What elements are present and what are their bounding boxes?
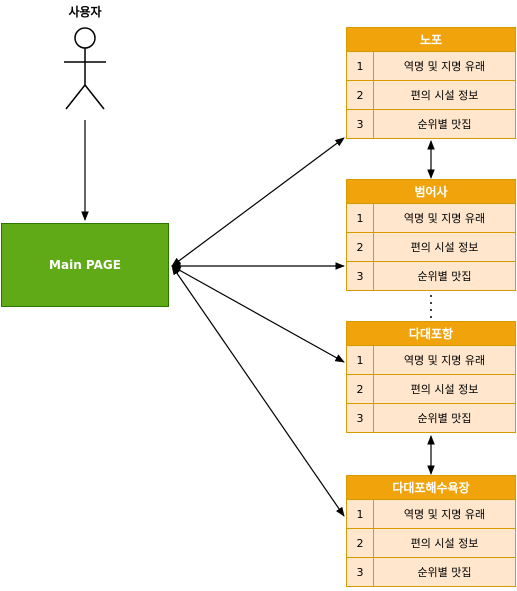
table-title: 범어사 [347, 180, 515, 204]
table-row: 3 순위별 맛집 [347, 404, 515, 432]
table-row: 2 편의 시설 정보 [347, 81, 515, 110]
row-text: 순위별 맛집 [417, 566, 472, 579]
row-text: 편의 시설 정보 [410, 89, 479, 102]
table-row: 1 역명 및 지명 유래 [347, 204, 515, 233]
edge-main-to-table-3 [171, 265, 345, 363]
main-page-label: Main PAGE [49, 258, 121, 272]
row-number: 3 [347, 404, 374, 432]
row-text: 순위별 맛집 [417, 118, 472, 131]
row-number: 2 [347, 529, 374, 557]
table-row: 1 역명 및 지명 유래 [347, 346, 515, 375]
row-text: 역명 및 지명 유래 [403, 508, 486, 521]
row-number: 1 [347, 500, 374, 528]
row-number: 1 [347, 346, 374, 374]
row-number: 1 [347, 204, 374, 232]
row-text: 역명 및 지명 유래 [403, 354, 486, 367]
row-number: 3 [347, 110, 374, 138]
main-page-node[interactable]: Main PAGE [1, 223, 169, 307]
row-text: 순위별 맛집 [417, 412, 472, 425]
row-number: 3 [347, 262, 374, 290]
station-table-dadaepo-beach[interactable]: 다대포해수욕장 1 역명 및 지명 유래 2 편의 시설 정보 3 순위별 맛집 [346, 475, 516, 587]
station-table-nopo[interactable]: 노포 1 역명 및 지명 유래 2 편의 시설 정보 3 순위별 맛집 [346, 27, 516, 139]
row-number: 1 [347, 52, 374, 80]
row-text: 편의 시설 정보 [410, 241, 479, 254]
row-text: 편의 시설 정보 [410, 383, 479, 396]
table-row: 2 편의 시설 정보 [347, 375, 515, 404]
actor-label: 사용자 [68, 5, 102, 19]
station-table-beomeosa[interactable]: 범어사 1 역명 및 지명 유래 2 편의 시설 정보 3 순위별 맛집 [346, 179, 516, 291]
station-table-dadaepo-port[interactable]: 다대포항 1 역명 및 지명 유래 2 편의 시설 정보 3 순위별 맛집 [346, 321, 516, 433]
row-number: 2 [347, 233, 374, 261]
user-actor-icon [64, 27, 106, 110]
table-row: 3 순위별 맛집 [347, 558, 515, 586]
edge-main-to-table-1 [171, 137, 345, 267]
row-number: 2 [347, 375, 374, 403]
edge-main-to-table-4 [171, 265, 345, 517]
row-text: 편의 시설 정보 [410, 537, 479, 550]
row-number: 2 [347, 81, 374, 109]
row-number: 3 [347, 558, 374, 586]
row-text: 역명 및 지명 유래 [403, 212, 486, 225]
table-title: 노포 [347, 28, 515, 52]
table-row: 1 역명 및 지명 유래 [347, 52, 515, 81]
table-row: 3 순위별 맛집 [347, 262, 515, 290]
table-row: 1 역명 및 지명 유래 [347, 500, 515, 529]
table-row: 2 편의 시설 정보 [347, 529, 515, 558]
table-row: 3 순위별 맛집 [347, 110, 515, 138]
row-text: 역명 및 지명 유래 [403, 60, 486, 73]
table-title: 다대포항 [347, 322, 515, 346]
table-title: 다대포해수욕장 [347, 476, 515, 500]
table-row: 2 편의 시설 정보 [347, 233, 515, 262]
row-text: 순위별 맛집 [417, 270, 472, 283]
